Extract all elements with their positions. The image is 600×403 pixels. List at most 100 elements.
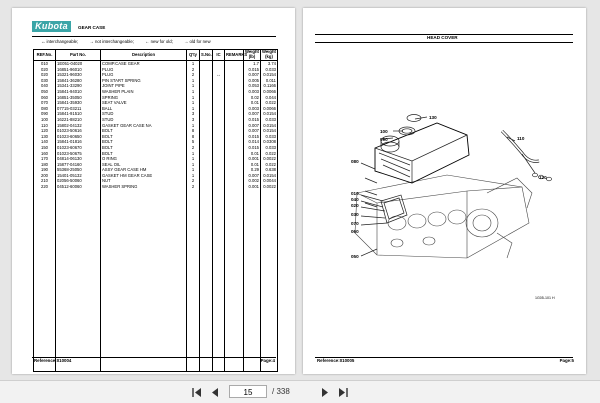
table-cell: 0.022 xyxy=(260,161,278,168)
table-cell: 0.011 xyxy=(260,77,278,84)
legend-item: → old for new xyxy=(184,39,211,44)
page-right: HEAD COVER xyxy=(303,8,586,374)
table-cell xyxy=(100,189,187,372)
column-header: Q'ty xyxy=(186,49,200,61)
column-header: S.No. xyxy=(199,49,213,61)
table-cell: 0.0154 xyxy=(260,128,278,134)
legend-item: ↔ interchangeable; xyxy=(41,39,79,44)
callout-label: 030 xyxy=(351,212,359,217)
document-viewer[interactable]: Kubota GEAR CASE ↔ interchangeable; → no… xyxy=(0,0,600,380)
table-cell: 0.033 xyxy=(260,116,278,123)
table-cell: 0.033 xyxy=(260,66,278,73)
table-cell: 0.0308 xyxy=(260,139,278,145)
callout-label: 110 xyxy=(517,136,525,141)
table-cell: 3.74 xyxy=(260,60,278,67)
callout-label: 010 xyxy=(351,191,359,196)
page-number: Page:5 xyxy=(559,358,574,363)
table-cell xyxy=(186,189,200,372)
table-cell: 0.022 xyxy=(260,100,278,106)
column-header: REMARKS xyxy=(224,49,247,61)
column-header: REF.No. xyxy=(33,49,56,61)
table-cell: 0.044 xyxy=(260,94,278,101)
header-rule-lower xyxy=(315,42,573,43)
kubota-logo: Kubota xyxy=(32,21,71,32)
header-rule xyxy=(315,34,573,35)
callout-label: 070 xyxy=(351,221,359,226)
reference-number: Reference:010004 xyxy=(34,358,72,363)
table-cell: 0.0154 xyxy=(260,72,278,78)
table-cell: 0.0044 xyxy=(260,178,278,185)
table-cell: 0.638 xyxy=(260,167,278,173)
first-page-button[interactable] xyxy=(190,386,204,398)
column-header: Part No. xyxy=(55,49,101,61)
callout-label: 130 xyxy=(429,115,437,120)
last-page-icon xyxy=(339,387,348,397)
callout-label: 020 xyxy=(351,203,359,208)
callout-label: 100 xyxy=(380,129,388,134)
column-header: Description xyxy=(100,49,187,61)
callout-label: 050 xyxy=(351,254,359,259)
column-header: Weight (kg) xyxy=(260,49,278,61)
table-cell xyxy=(260,189,278,372)
callout-label: 080 xyxy=(351,159,359,164)
table-cell: 0.1166 xyxy=(260,83,278,89)
interchangeability-legend: ↔ interchangeable; → not interchangeable… xyxy=(41,39,221,44)
callout-label: 060 xyxy=(351,229,359,234)
table-cell: 0.033 xyxy=(260,133,278,140)
head-cover-exploded-diagram: 130 100 090 110 120 080 010 040 020 030 … xyxy=(351,114,552,259)
reference-number: Reference:010005 xyxy=(317,358,355,363)
footer-rule xyxy=(315,357,573,358)
table-cell: 0.0022 xyxy=(260,156,278,162)
header-rule xyxy=(32,36,276,37)
table-cell: 0.0066 xyxy=(260,105,278,112)
table-cell xyxy=(224,189,244,372)
section-title: HEAD COVER xyxy=(427,35,458,40)
table-cell: 0.0154 xyxy=(260,111,278,117)
column-header: Weight (lb) xyxy=(243,49,261,61)
table-cell xyxy=(199,189,213,372)
previous-page-button[interactable] xyxy=(208,386,222,398)
next-page-button[interactable] xyxy=(318,386,332,398)
table-cell xyxy=(55,189,101,372)
last-page-button[interactable] xyxy=(336,386,350,398)
table-filler-row xyxy=(33,189,278,372)
table-cell: 0.033 xyxy=(260,144,278,151)
page-number: Page:4 xyxy=(260,358,275,363)
total-pages-label: / 338 xyxy=(272,387,290,396)
pdf-navigation-toolbar: 15 / 338 xyxy=(0,380,600,403)
page-number-input[interactable]: 15 xyxy=(229,385,267,398)
table-cell xyxy=(212,189,225,372)
first-page-icon xyxy=(192,387,201,397)
callout-label: 090 xyxy=(380,137,388,142)
table-cell xyxy=(33,189,56,372)
column-header: IC xyxy=(212,49,225,61)
page-left: Kubota GEAR CASE ↔ interchangeable; → no… xyxy=(12,8,295,374)
table-cell: 0.0022 xyxy=(260,184,278,190)
previous-page-icon xyxy=(212,387,218,397)
table-cell: 0.022 xyxy=(260,150,278,157)
